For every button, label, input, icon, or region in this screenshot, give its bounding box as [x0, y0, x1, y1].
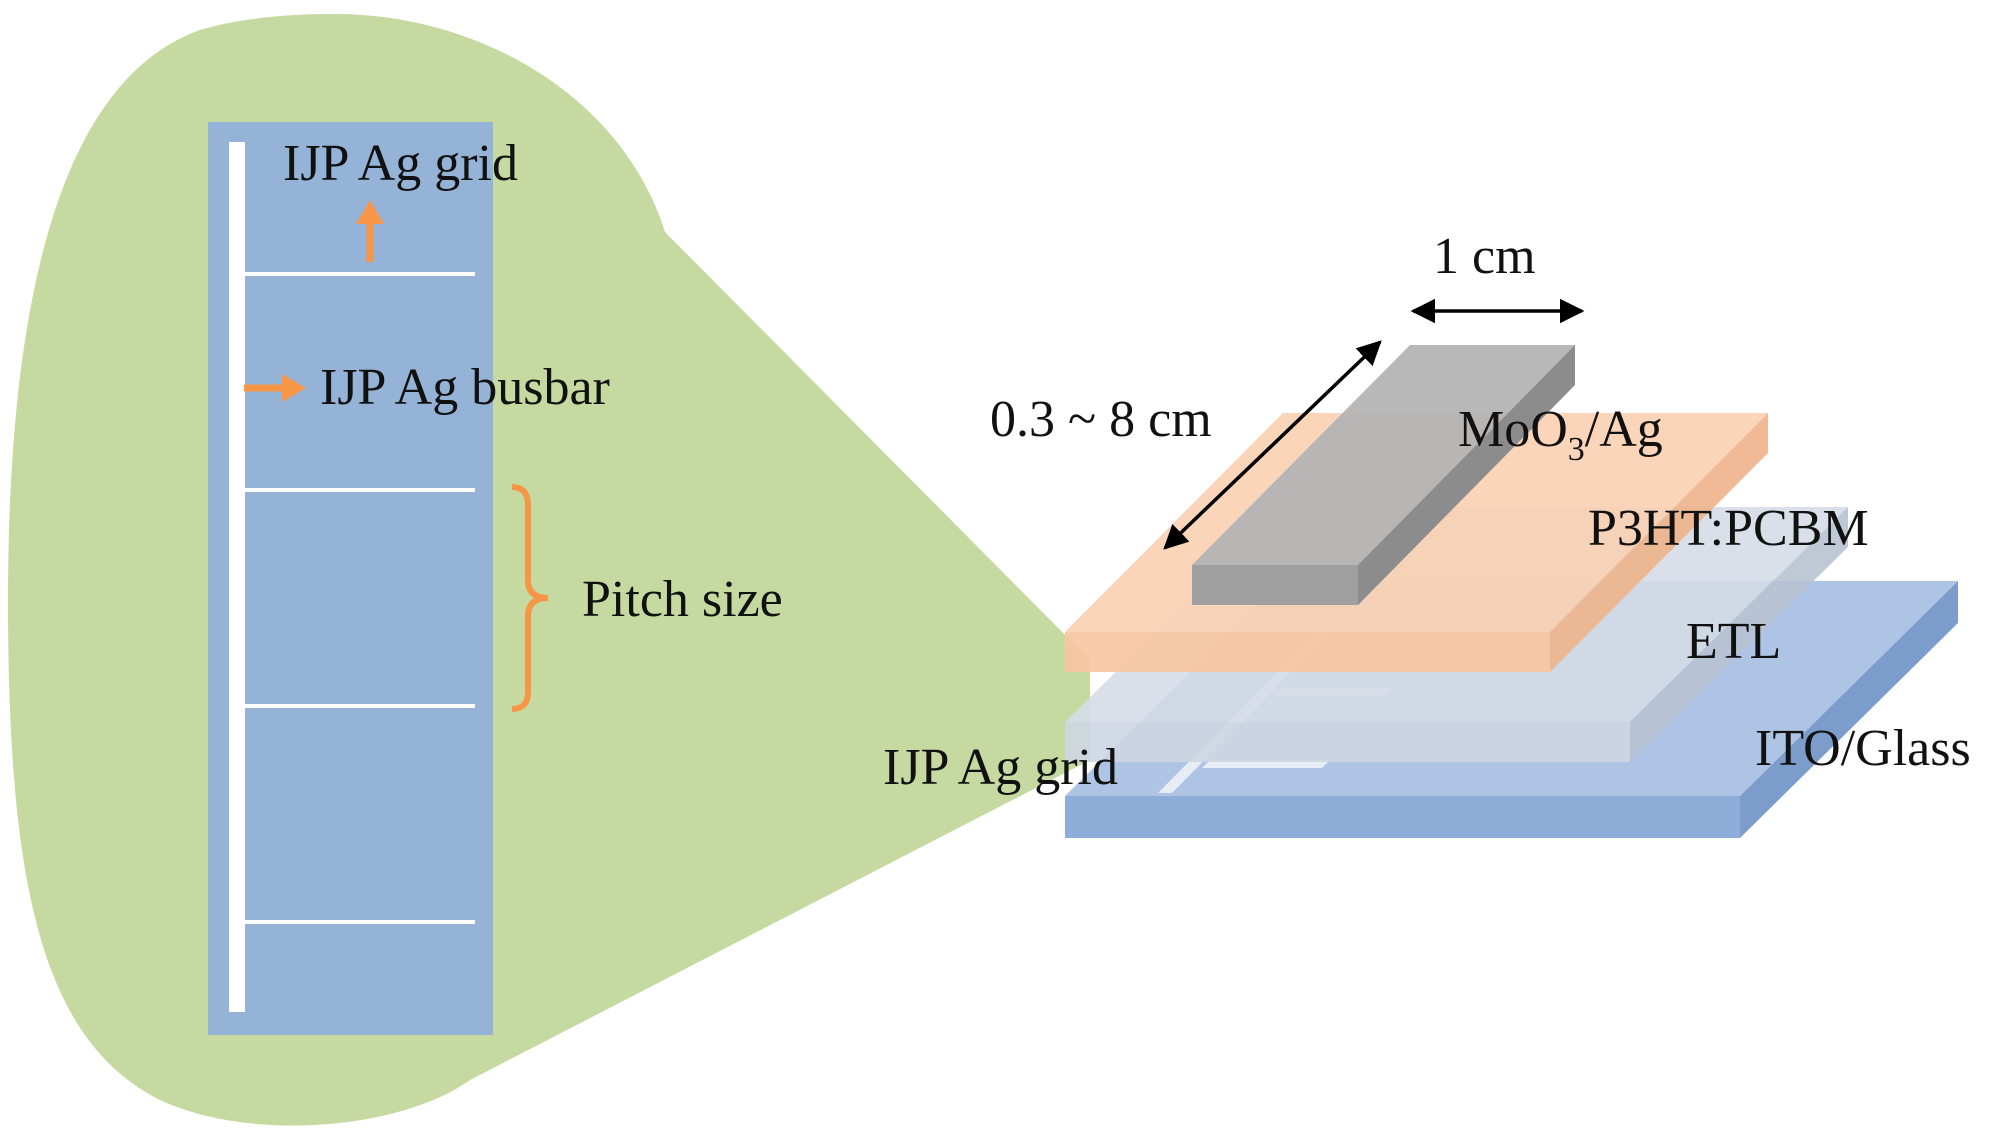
- busbar-label: IJP Ag busbar: [320, 359, 610, 416]
- electrode-label: MoO3/Ag: [1458, 401, 1663, 468]
- grid-finger: [245, 488, 475, 492]
- length-label: 0.3 ~ 8 cm: [990, 391, 1212, 448]
- busbar-line: [229, 142, 245, 1012]
- electrode-label-subscript: 3: [1568, 431, 1585, 468]
- zoom-bubble: [8, 13, 1090, 1126]
- electrode-front-face: [1192, 565, 1358, 605]
- grid-finger: [245, 920, 475, 924]
- pitch-label: Pitch size: [582, 571, 783, 628]
- width-label: 1 cm: [1433, 228, 1536, 285]
- etl-side-face: [1630, 507, 1848, 762]
- etl-label: ETL: [1686, 613, 1781, 670]
- active-side-face: [1550, 413, 1768, 672]
- grid-finger: [245, 704, 475, 708]
- substrate-front-face: [1065, 796, 1740, 838]
- grid-arrow-icon: [356, 200, 384, 262]
- pitch-brace-icon: [511, 484, 549, 712]
- electrode-side-face: [1358, 345, 1575, 605]
- active-layer-label: P3HT:PCBM: [1588, 500, 1869, 557]
- substrate-label: ITO/Glass: [1755, 720, 1971, 777]
- substrate-side-face: [1740, 581, 1958, 838]
- busbar-arrow-icon: [244, 374, 306, 402]
- electrode-label-tail: /Ag: [1585, 401, 1663, 458]
- length-dimension-arrow: [1163, 340, 1382, 550]
- grid-label-top: IJP Ag grid: [283, 135, 518, 192]
- grid-strip: [208, 122, 493, 1035]
- etl-front-face: [1065, 722, 1630, 762]
- grid-finger: [245, 272, 475, 276]
- electrode-label-main: MoO: [1458, 401, 1568, 458]
- active-front-face: [1065, 632, 1550, 672]
- grid-label-bottom: IJP Ag grid: [883, 739, 1118, 796]
